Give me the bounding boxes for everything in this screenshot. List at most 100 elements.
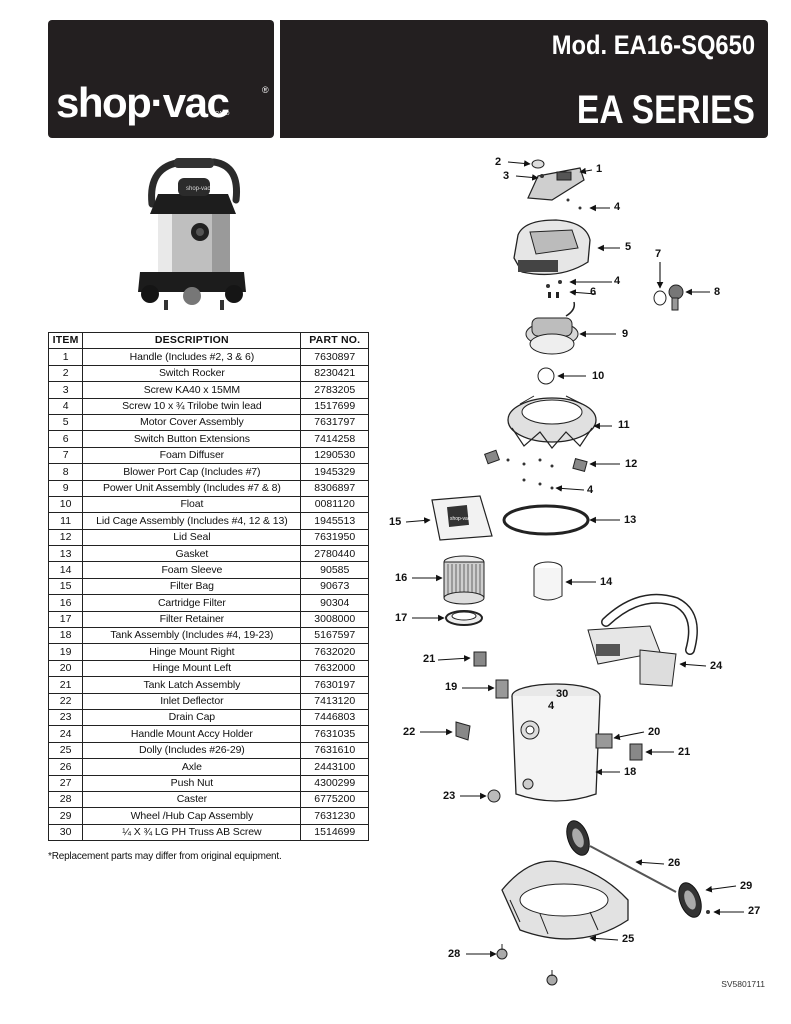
cell-description: Hinge Mount Right bbox=[82, 643, 302, 661]
cell-item: 18 bbox=[47, 627, 84, 645]
cell-item: 7 bbox=[47, 446, 84, 465]
filter-bag-label: shop-vac bbox=[450, 516, 471, 522]
cell-part-no: 7632020 bbox=[300, 643, 369, 661]
registered-mark: ® bbox=[262, 85, 269, 95]
tank-part bbox=[511, 683, 601, 802]
gasket-part bbox=[502, 504, 590, 536]
column-header-part-no: PART NO. bbox=[300, 331, 369, 350]
hinge-mount-right-part bbox=[495, 679, 509, 699]
cell-item: 9 bbox=[47, 479, 84, 497]
cell-item: 28 bbox=[47, 790, 84, 809]
cell-item: 24 bbox=[47, 725, 84, 743]
cell-part-no: 6775200 bbox=[300, 790, 369, 809]
cell-item: 21 bbox=[47, 676, 84, 694]
cell-description: Switch Rocker bbox=[82, 364, 302, 383]
cell-item: 29 bbox=[47, 807, 84, 825]
callout-16: 16 bbox=[395, 572, 408, 584]
cell-description: Handle (Includes #2, 3 & 6) bbox=[82, 348, 302, 366]
cell-item: 15 bbox=[47, 577, 84, 596]
logo-panel bbox=[48, 20, 274, 138]
cell-description: Caster bbox=[82, 790, 302, 809]
cell-part-no: 90585 bbox=[300, 561, 369, 579]
exploded-diagram: shop-vac bbox=[405, 159, 744, 986]
callout-28: 28 bbox=[448, 948, 461, 960]
power-unit-part bbox=[525, 301, 579, 355]
tank-latch-part bbox=[473, 651, 487, 667]
float-part bbox=[537, 367, 555, 385]
callout-23: 23 bbox=[443, 790, 456, 802]
cell-part-no: 3008000 bbox=[300, 610, 369, 629]
brand-logo: shop·vac bbox=[56, 79, 230, 126]
foam-sleeve-part bbox=[533, 561, 563, 601]
cell-part-no: 7631035 bbox=[300, 725, 369, 743]
cell-description: Tank Latch Assembly bbox=[82, 676, 302, 694]
cell-description: Handle Mount Accy Holder bbox=[82, 725, 302, 743]
callout-arrows bbox=[405, 160, 744, 958]
callout-18: 18 bbox=[624, 766, 637, 778]
callout-29: 29 bbox=[740, 880, 753, 892]
lid-seal-part bbox=[484, 449, 588, 490]
document-code: SV5801711 bbox=[721, 979, 765, 989]
cell-part-no: 1514699 bbox=[300, 823, 369, 842]
cell-part-no: 8230421 bbox=[300, 364, 369, 383]
cell-item: 3 bbox=[47, 381, 84, 399]
title-panel bbox=[280, 20, 768, 138]
callout-5: 5 bbox=[625, 241, 632, 253]
callout-25: 25 bbox=[622, 933, 635, 945]
cell-part-no: 7630197 bbox=[300, 676, 369, 694]
cell-item: 19 bbox=[47, 643, 84, 661]
logo-brand-tag: BRAND bbox=[212, 111, 230, 117]
cell-part-no: 7630897 bbox=[300, 348, 369, 366]
dolly-part bbox=[501, 860, 629, 940]
cell-part-no: 7446803 bbox=[300, 708, 369, 727]
filter-bag-part: shop-vac bbox=[431, 495, 493, 541]
cell-part-no: 1945329 bbox=[300, 463, 369, 481]
cell-part-no: 7631950 bbox=[300, 528, 369, 547]
handle-mount-part bbox=[587, 593, 698, 687]
cell-part-no: 1290530 bbox=[300, 446, 369, 465]
cell-description: Cartridge Filter bbox=[82, 594, 302, 612]
callout-1: 1 bbox=[596, 163, 603, 175]
svg-text:shop-vac: shop-vac bbox=[186, 186, 210, 192]
cell-part-no: 2443100 bbox=[300, 758, 369, 776]
cell-item: 11 bbox=[47, 512, 84, 530]
cell-part-no: 5167597 bbox=[300, 627, 369, 645]
cell-description: Foam Diffuser bbox=[82, 446, 302, 465]
motor-cover-part bbox=[513, 198, 591, 298]
callout-21-a: 21 bbox=[423, 653, 436, 665]
callout-12: 12 bbox=[625, 458, 638, 470]
callout-8: 8 bbox=[714, 286, 721, 298]
cell-item: 2 bbox=[47, 364, 84, 383]
cell-item: 16 bbox=[47, 594, 84, 612]
cell-part-no: 90673 bbox=[300, 577, 369, 596]
cell-item: 10 bbox=[47, 495, 84, 514]
footnote: *Replacement parts may differ from origi… bbox=[48, 851, 282, 862]
callout-22: 22 bbox=[403, 726, 416, 738]
handle-part bbox=[527, 159, 585, 201]
cell-description: ¼ X ¾ LG PH Truss AB Screw bbox=[82, 823, 302, 842]
callout-4-d: 4 bbox=[548, 700, 555, 712]
series-title: EA SERIES bbox=[576, 88, 755, 132]
cell-item: 6 bbox=[47, 430, 84, 448]
cell-part-no: 2780440 bbox=[300, 545, 369, 563]
cell-description: Push Nut bbox=[82, 774, 302, 792]
cell-description: Foam Sleeve bbox=[82, 561, 302, 579]
cell-item: 14 bbox=[47, 561, 84, 579]
callout-30: 30 bbox=[556, 688, 569, 700]
filter-retainer-part bbox=[445, 610, 483, 626]
cell-item: 4 bbox=[47, 397, 84, 415]
cell-description: Wheel /Hub Cap Assembly bbox=[82, 807, 302, 825]
callout-9: 9 bbox=[622, 328, 629, 340]
